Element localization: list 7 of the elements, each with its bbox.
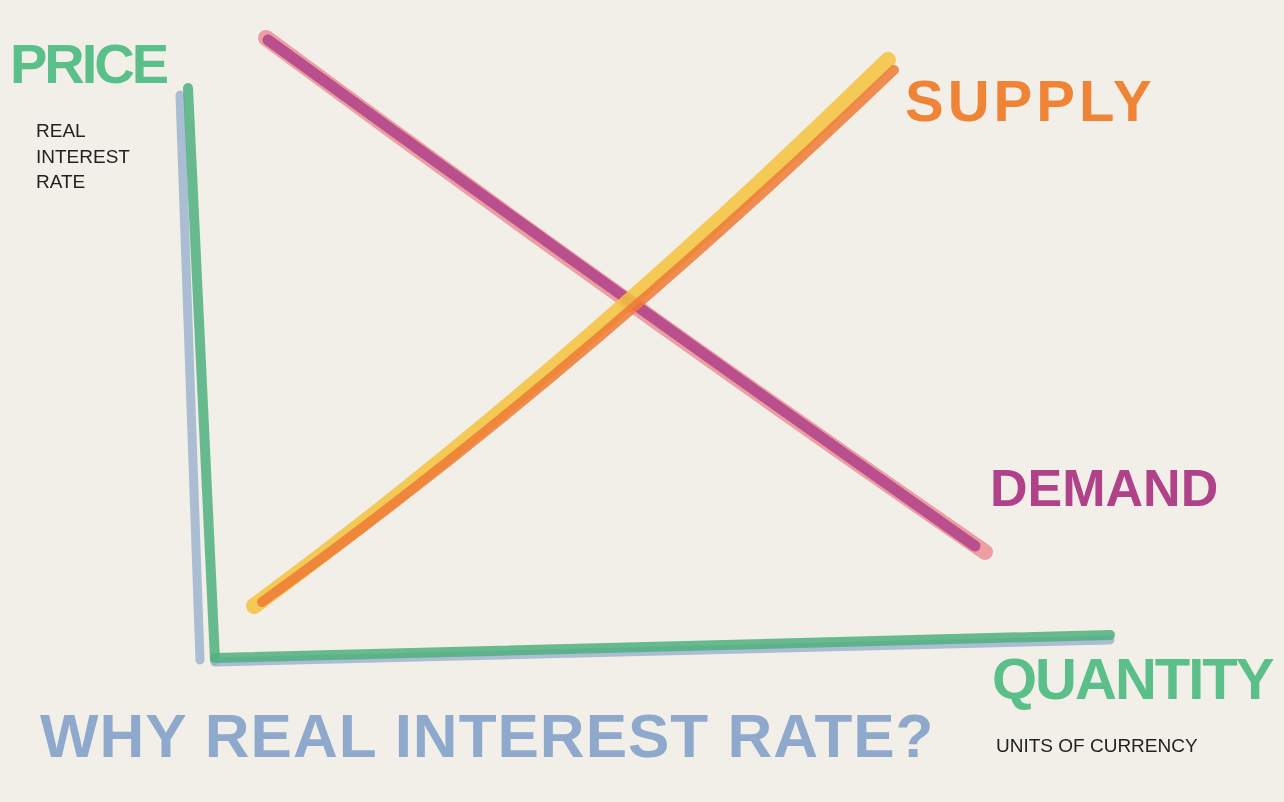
curve-label: DEMAND — [990, 462, 1219, 514]
axis-title: QUANTITY — [992, 650, 1273, 708]
curve-label: SUPPLY — [905, 72, 1156, 130]
axis-subtitle: REAL INTEREST RATE — [36, 119, 131, 195]
axis-subtitle: UNITS OF CURRENCY — [996, 736, 1198, 755]
axis-title: PRICE — [10, 36, 167, 92]
title: WHY REAL INTEREST RATE? — [40, 705, 935, 767]
